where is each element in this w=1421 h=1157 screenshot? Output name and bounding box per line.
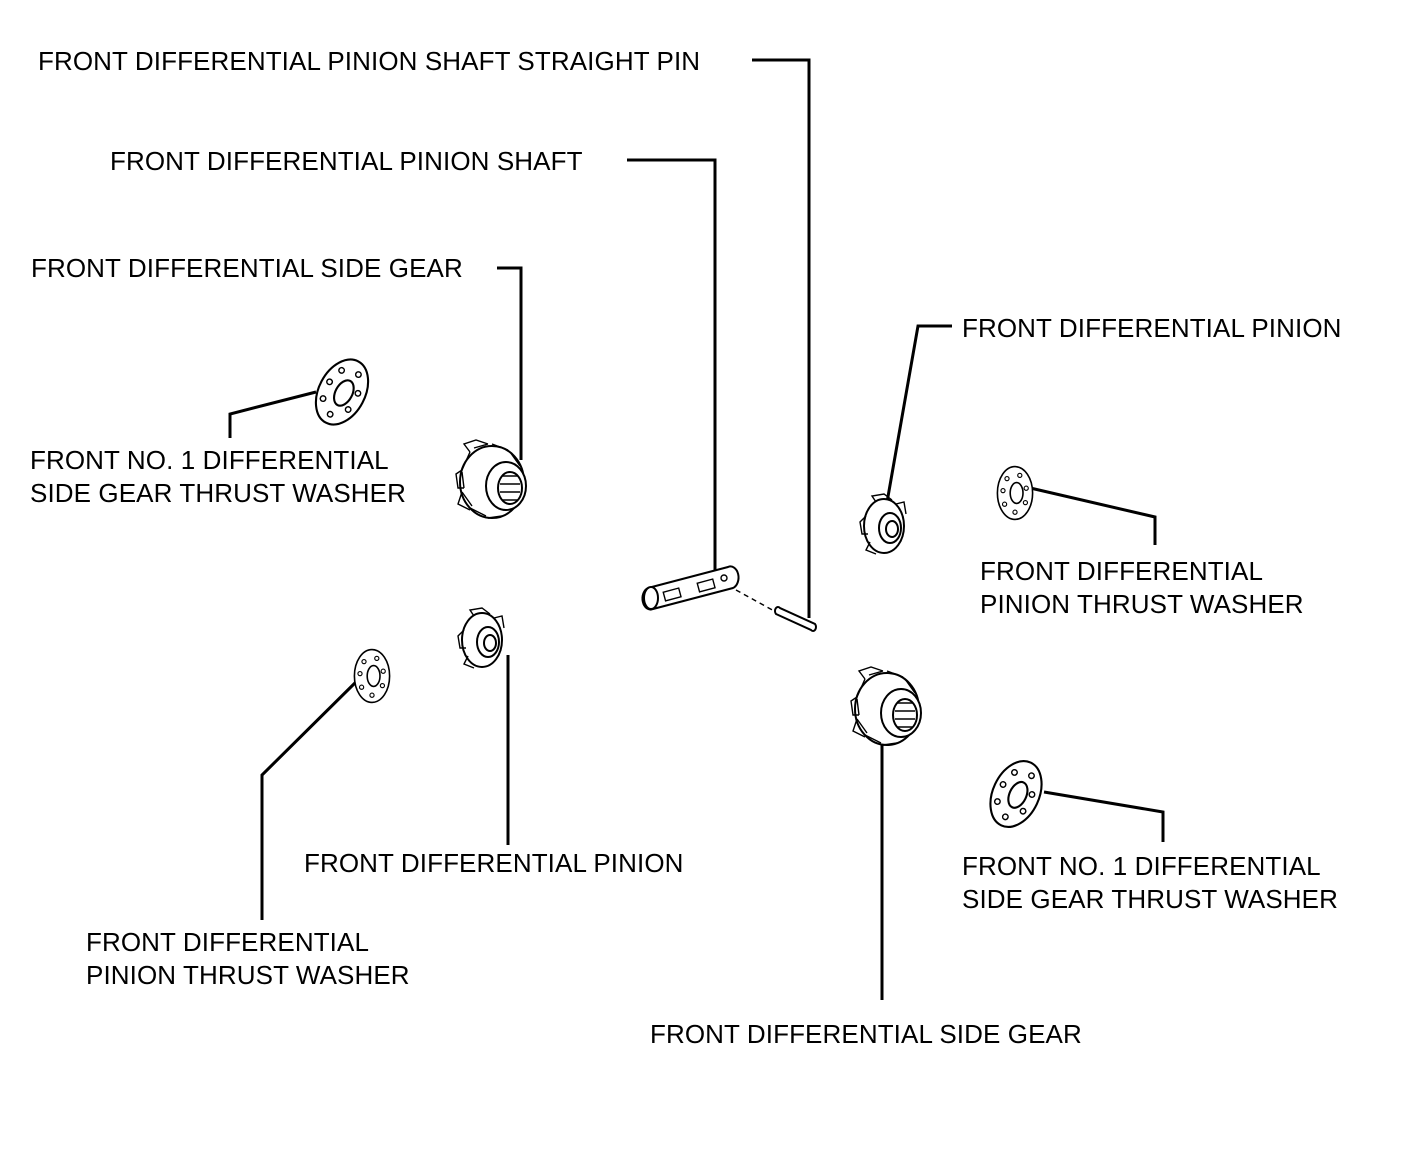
- label-pinion-right: FRONT DIFFERENTIAL PINION: [962, 313, 1342, 343]
- label-line: PINION THRUST WASHER: [980, 589, 1304, 619]
- alignment-dashed-line: [735, 589, 777, 613]
- leader-pinion-shaft: [627, 158, 717, 570]
- side-gear-bottom-part: [850, 666, 922, 746]
- label-line: SIDE GEAR THRUST WASHER: [962, 884, 1338, 914]
- side-gear-left-part: [455, 439, 527, 519]
- leader-straight-pin: [752, 58, 811, 618]
- leader-pinion-right: [884, 324, 952, 509]
- pinion-washer-right-part: [996, 465, 1034, 521]
- label-pinion-washer-right: FRONT DIFFERENTIAL PINION THRUST WASHER: [980, 555, 1304, 621]
- side-washer-right-part: [979, 751, 1053, 837]
- leader-side-washer-left: [228, 390, 317, 438]
- label-pinion-left: FRONT DIFFERENTIAL PINION: [304, 848, 684, 878]
- leader-pinion-washer-left: [260, 674, 364, 920]
- label-line: FRONT DIFFERENTIAL: [980, 556, 1264, 586]
- label-side-gear-bottom: FRONT DIFFERENTIAL SIDE GEAR: [650, 1019, 1082, 1049]
- label-side-gear-left: FRONT DIFFERENTIAL SIDE GEAR: [31, 253, 463, 283]
- label-side-washer-left: FRONT NO. 1 DIFFERENTIAL SIDE GEAR THRUS…: [30, 444, 406, 510]
- pinion-left-part: [457, 607, 505, 669]
- pinion-shaft-part: [641, 565, 740, 611]
- label-line: FRONT DIFFERENTIAL: [86, 927, 370, 957]
- leader-side-washer-right: [1043, 790, 1165, 842]
- label-pinion-washer-left: FRONT DIFFERENTIAL PINION THRUST WASHER: [86, 926, 410, 992]
- side-washer-left-part: [304, 349, 380, 435]
- label-line: FRONT NO. 1 DIFFERENTIAL: [962, 851, 1321, 881]
- straight-pin-part: [774, 606, 817, 632]
- leader-lines: [228, 58, 1165, 1000]
- label-line: SIDE GEAR THRUST WASHER: [30, 478, 406, 508]
- label-straight-pin: FRONT DIFFERENTIAL PINION SHAFT STRAIGHT…: [38, 46, 701, 76]
- label-line: FRONT NO. 1 DIFFERENTIAL: [30, 445, 389, 475]
- pinion-washer-left-part: [353, 648, 391, 704]
- label-line: PINION THRUST WASHER: [86, 960, 410, 990]
- pinion-right-part: [859, 493, 907, 555]
- leader-pinion-washer-right: [1025, 485, 1157, 545]
- label-side-washer-right: FRONT NO. 1 DIFFERENTIAL SIDE GEAR THRUS…: [962, 850, 1338, 916]
- label-pinion-shaft: FRONT DIFFERENTIAL PINION SHAFT: [110, 146, 583, 176]
- leader-side-gear-left: [497, 266, 523, 460]
